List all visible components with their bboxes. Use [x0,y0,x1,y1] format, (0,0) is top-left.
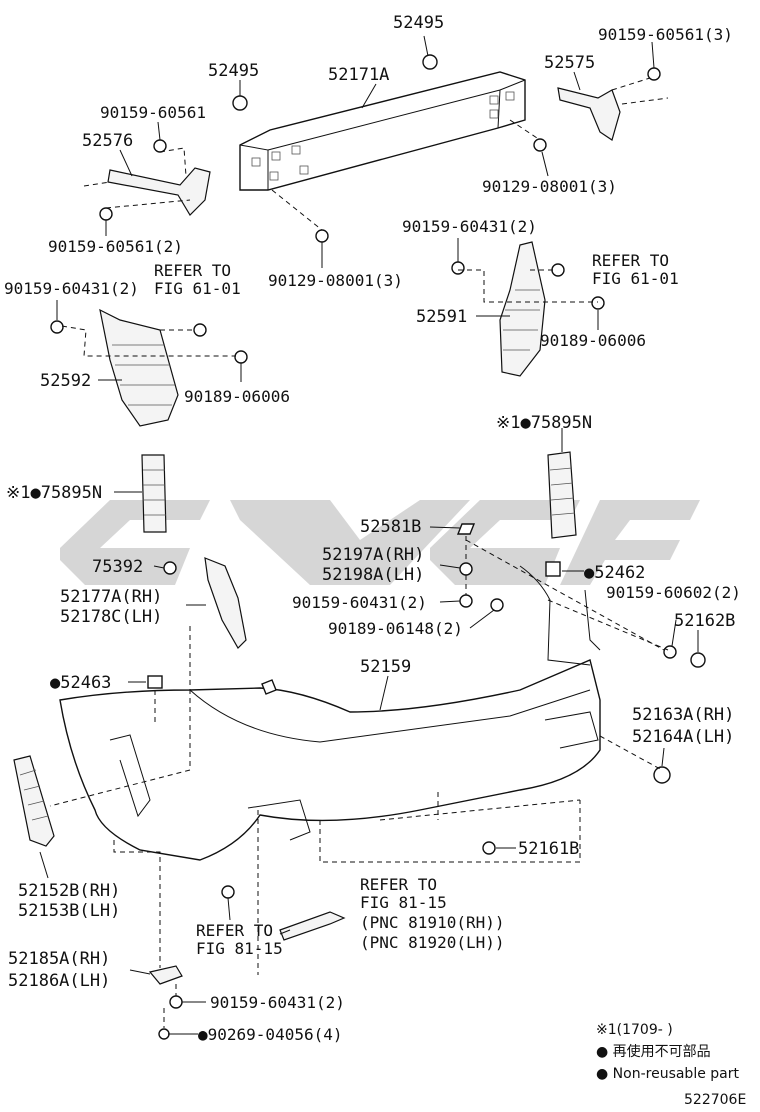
legend: ※1(1709- ) ● 再使用不可部品 ● Non-reusable part… [596,1022,746,1108]
label-90159-60431-2-right: 90159-60431(2) [402,217,537,236]
label-90189-06006-left: 90189-06006 [184,387,290,406]
label-refer-to-right: REFER TO [592,251,669,270]
label-52576: 52576 [82,131,133,151]
rear-bumper-reinforcement [239,71,526,191]
label-fig-61-01-left: FIG 61-01 [154,279,241,298]
label-90159-60561-3: 90159-60561(3) [598,25,733,44]
label-75895n-left: ※1●75895N [6,483,102,503]
bumper-bracket-rh [557,87,621,141]
label-52575: 52575 [544,53,595,73]
label-52163a: 52163A(RH) [632,705,734,725]
label-52178c: 52178C(LH) [60,607,162,627]
label-pnc-81910: (PNC 81910(RH)) [360,913,505,932]
label-90189-06006-right: 90189-06006 [540,331,646,350]
label-52152b: 52152B(RH) [18,881,120,901]
label-pnc-81920: (PNC 81920(LH)) [360,933,505,952]
side-retainer-lh [99,308,179,427]
label-90159-60431-2-mid: 90159-60431(2) [292,593,427,612]
label-52463: ●52463 [50,673,111,693]
bumper-reflector-lamp [13,755,55,847]
label-refer-to-left: REFER TO [154,261,231,280]
legend-note-date: ※1(1709- ) [596,1022,673,1038]
assembly-dashed-lines [49,77,669,1028]
label-52581b: 52581B [360,517,421,537]
label-refer-to-81-15-a: REFER TO [360,875,437,894]
label-52495-left: 52495 [208,61,259,81]
bumper-molding [279,911,346,941]
label-52592: 52592 [40,371,91,391]
label-90159-60602-2: 90159-60602(2) [606,583,741,602]
diagram-id: 522706E [684,1092,746,1108]
label-90159-60431-2-bottom: 90159-60431(2) [210,993,345,1012]
rear-bumper-cover [59,565,601,861]
reflector-strip-lh [141,454,167,533]
label-90129-08001-3-right: 90129-08001(3) [482,177,617,196]
label-90159-60431-2-left: 90159-60431(2) [4,279,139,298]
label-52161b: 52161B [518,839,579,859]
label-52164a: 52164A(LH) [632,727,734,747]
label-52177a: 52177A(RH) [60,587,162,607]
label-52197a: 52197A(RH) [322,545,424,565]
label-refer-to-81-15-b: REFER TO [196,921,273,940]
label-52162b: 52162B [674,611,735,631]
label-52495-top: 52495 [393,13,444,33]
label-52186a: 52186A(LH) [8,971,110,991]
label-75392: 75392 [92,557,143,577]
reflector-strip-rh [547,451,577,539]
label-fig-81-15-b: FIG 81-15 [196,939,283,958]
label-52159: 52159 [360,657,411,677]
part-labels: 52495 90159-60561(3) 52495 52171A 52575 … [4,13,741,1044]
label-52171a: 52171A [328,65,389,85]
lower-bracket [148,965,183,985]
label-90189-06148-2: 90189-06148(2) [328,619,463,638]
side-retainer-rh [499,241,546,377]
legend-non-reusable-en: ● Non-reusable part [596,1066,739,1082]
label-fig-81-15-a: FIG 81-15 [360,893,447,912]
label-52462: ●52462 [584,563,645,583]
bumper-bracket-lh [107,167,211,216]
label-75895n-right: ※1●75895N [496,413,592,433]
label-90159-60561-2: 90159-60561(2) [48,237,183,256]
side-support-bracket [204,557,247,649]
label-52198a: 52198A(LH) [322,565,424,585]
label-fig-61-01-right: FIG 61-01 [592,269,679,288]
label-90129-08001-3-center: 90129-08001(3) [268,271,403,290]
label-90159-60561: 90159-60561 [100,103,206,122]
clip-icon [147,523,706,784]
label-90269-04056-4: ●90269-04056(4) [198,1025,343,1044]
leader-lines [39,35,699,1035]
label-52591: 52591 [416,307,467,327]
label-52185a: 52185A(RH) [8,949,110,969]
label-52153b: 52153B(LH) [18,901,120,921]
legend-non-reusable-jp: ● 再使用不可部品 [596,1043,711,1060]
